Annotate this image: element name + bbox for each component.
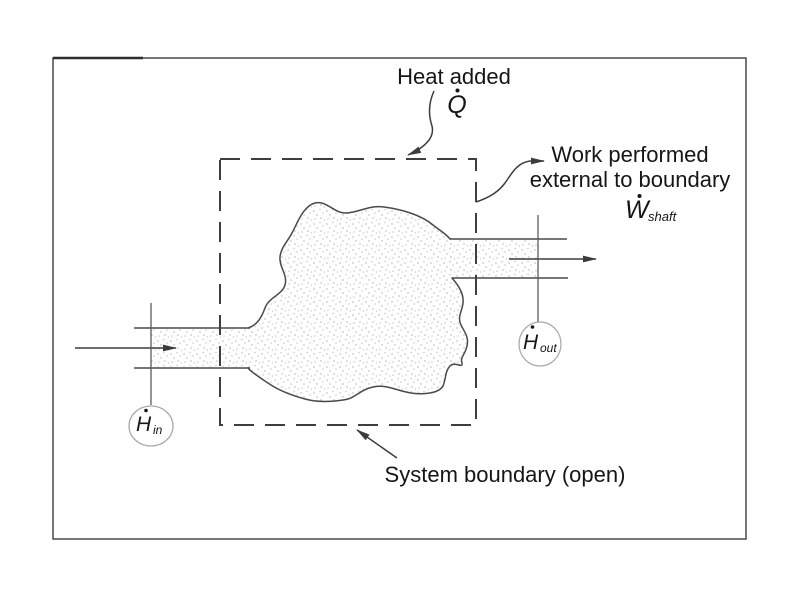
system-boundary-label: System boundary (open) xyxy=(385,462,626,487)
heat-symbol: Q xyxy=(447,91,466,119)
system-boundary-dashed-box xyxy=(219,158,477,426)
work-leader-arrow xyxy=(475,157,545,203)
w-overdot xyxy=(637,194,642,198)
enthalpy-out-subscript: out xyxy=(540,341,557,355)
working-fluid-blob xyxy=(248,202,468,402)
blob-outline-upper xyxy=(247,201,451,329)
system-boundary-leader-arrow xyxy=(356,429,398,459)
h-out-overdot xyxy=(530,325,535,329)
blob-outline-lower xyxy=(247,277,469,403)
heat-leader-arrow xyxy=(407,90,435,156)
enthalpy-in-subscript: in xyxy=(153,423,163,437)
enthalpy-out-symbol: H xyxy=(523,331,539,354)
work-label-line1: Work performed xyxy=(551,142,708,167)
work-label-line2: external to boundary xyxy=(530,167,731,192)
work-symbol: W xyxy=(625,196,651,224)
enthalpy-in-circle xyxy=(128,405,174,447)
figure-border xyxy=(52,57,747,540)
work-symbol-subscript: shaft xyxy=(648,209,678,224)
q-overdot xyxy=(455,88,460,93)
heat-label: Heat added xyxy=(397,64,511,89)
enthalpy-in-symbol: H xyxy=(136,413,152,436)
h-in-overdot xyxy=(144,408,148,413)
enthalpy-out-circle xyxy=(518,321,562,367)
